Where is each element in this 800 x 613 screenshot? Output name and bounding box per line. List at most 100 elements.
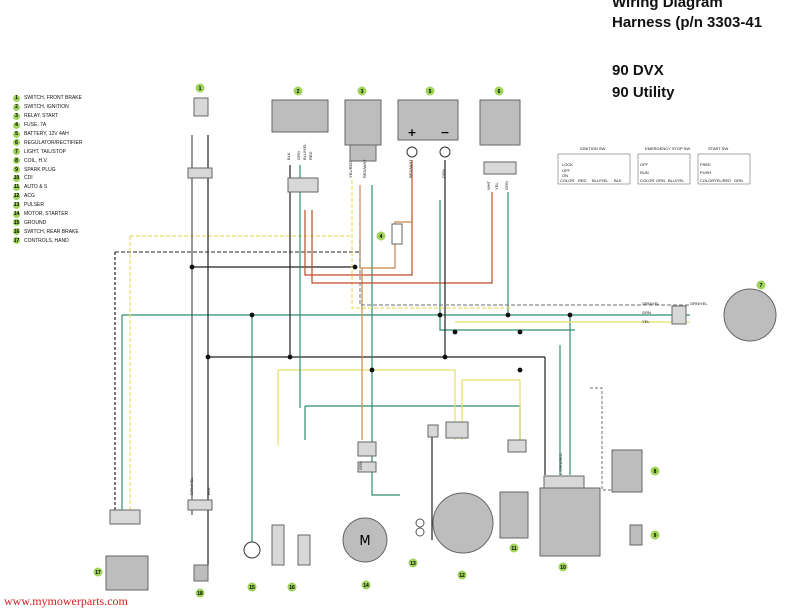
badge-11-label: 11 [511, 546, 517, 552]
tail-light [723, 288, 777, 342]
legend-label: AUTO & S [24, 184, 48, 191]
badge-10-label: 10 [560, 565, 566, 571]
connector [543, 475, 585, 489]
connector [357, 441, 377, 457]
junction-dot [352, 264, 358, 270]
legend-number: 4 [13, 121, 20, 129]
junction-dot [437, 312, 443, 318]
legend-number: 13 [13, 201, 20, 209]
wire-label: GRN [296, 151, 301, 160]
badge-8-label: 8 [654, 469, 657, 475]
regulator-rectifier [479, 99, 521, 146]
fuse [391, 223, 403, 245]
legend-number: 12 [13, 192, 20, 200]
junction-dot [287, 354, 293, 360]
wire-yellow-low [278, 369, 456, 440]
junction-dot [249, 312, 255, 318]
legend-item: 4 FUSE, 7A [13, 121, 82, 130]
legend-number: 11 [13, 183, 20, 191]
ignition-coil [611, 449, 643, 493]
legend-item: 8 COIL, H.V. [13, 156, 82, 165]
ignition-switch [271, 99, 329, 133]
table-cell: RED [578, 178, 587, 183]
ground-terminal [243, 541, 261, 559]
auto-unit [499, 491, 529, 539]
ignition-table-title: IGNITION SW [580, 146, 606, 151]
badge-6 [494, 86, 504, 96]
legend-label: ACG [24, 193, 35, 200]
wire-label: GRN [358, 461, 363, 470]
table-cell: YEL/RED [714, 178, 731, 183]
badge-5 [425, 86, 435, 96]
wire-label: BLU/YEL [302, 143, 307, 160]
junction-dot [517, 367, 523, 373]
wire-red-fuse [359, 185, 412, 269]
harness-title: Harness (p/n 3303-41 [612, 14, 763, 31]
legend-label: SWITCH, FRONT BRAKE [24, 95, 82, 102]
junction-dot [567, 312, 573, 318]
component-badges: 1 2 3 4 5 6 7 8 9 10 11 12 13 1 [93, 83, 766, 598]
legend-number: 14 [13, 210, 20, 218]
legend-number: 3 [13, 112, 20, 120]
connector [357, 461, 377, 473]
table-cell: BLK [614, 178, 622, 183]
table-cell: OFF [640, 162, 649, 167]
legend-number: 8 [13, 157, 20, 165]
badge-10 [558, 562, 568, 572]
badge-18 [195, 588, 205, 598]
wire-label: GRN/YEL [189, 477, 194, 495]
connector [427, 424, 439, 438]
wire-red-batt [304, 160, 413, 276]
motor-label: M [359, 534, 370, 549]
legend-label: SPARK PLUG [24, 166, 56, 173]
wire-label: WHT [486, 180, 491, 190]
wire-yellow-r [462, 379, 521, 445]
legend-item: 11 AUTO & S [13, 183, 82, 192]
table-cell: COLOR [560, 178, 574, 183]
connector [187, 167, 213, 179]
wire-label: RED/WHT [408, 159, 413, 178]
wire-label: GRN/YEL [690, 301, 708, 306]
ignition-table [557, 153, 631, 185]
badge-11 [509, 543, 519, 553]
badge-15 [247, 582, 257, 592]
badge-18-label: 18 [197, 591, 203, 597]
legend-label: FUSE, 7A [24, 122, 47, 129]
table-cell: PUSH [700, 170, 711, 175]
wire-label: YEL [642, 319, 650, 324]
badge-3-label: 3 [361, 89, 364, 95]
wire-gray-coil [590, 387, 614, 491]
legend-number: 7 [13, 148, 20, 156]
legend-number: 5 [13, 130, 20, 138]
legend-number: 10 [13, 174, 20, 182]
badge-2-label: 2 [297, 89, 300, 95]
badge-8 [650, 466, 660, 476]
wire-label: BLK [206, 487, 211, 495]
wire-label: L.GRN/RED [558, 453, 563, 475]
wires [114, 135, 690, 565]
badge-14 [361, 580, 371, 590]
connector [671, 305, 687, 325]
badge-13-label: 13 [410, 561, 416, 567]
starter-motor [342, 517, 388, 563]
table-cell: FREE [700, 162, 711, 167]
battery-terminal [406, 146, 418, 158]
legend-label: CONTROLS, HAND [24, 237, 69, 244]
wire-red-6 [311, 192, 493, 284]
wire-label: RED/WHT [362, 159, 367, 178]
legend-number: 16 [13, 228, 20, 236]
junction-dot [369, 367, 375, 373]
wire-yellow-3 [351, 180, 512, 309]
legend-label: COIL, H.V. [24, 157, 48, 164]
table-cell: RUN [640, 170, 649, 175]
spark-plug [629, 524, 643, 546]
emergency-table-title: EMERGENCY STOP SW [645, 146, 690, 151]
